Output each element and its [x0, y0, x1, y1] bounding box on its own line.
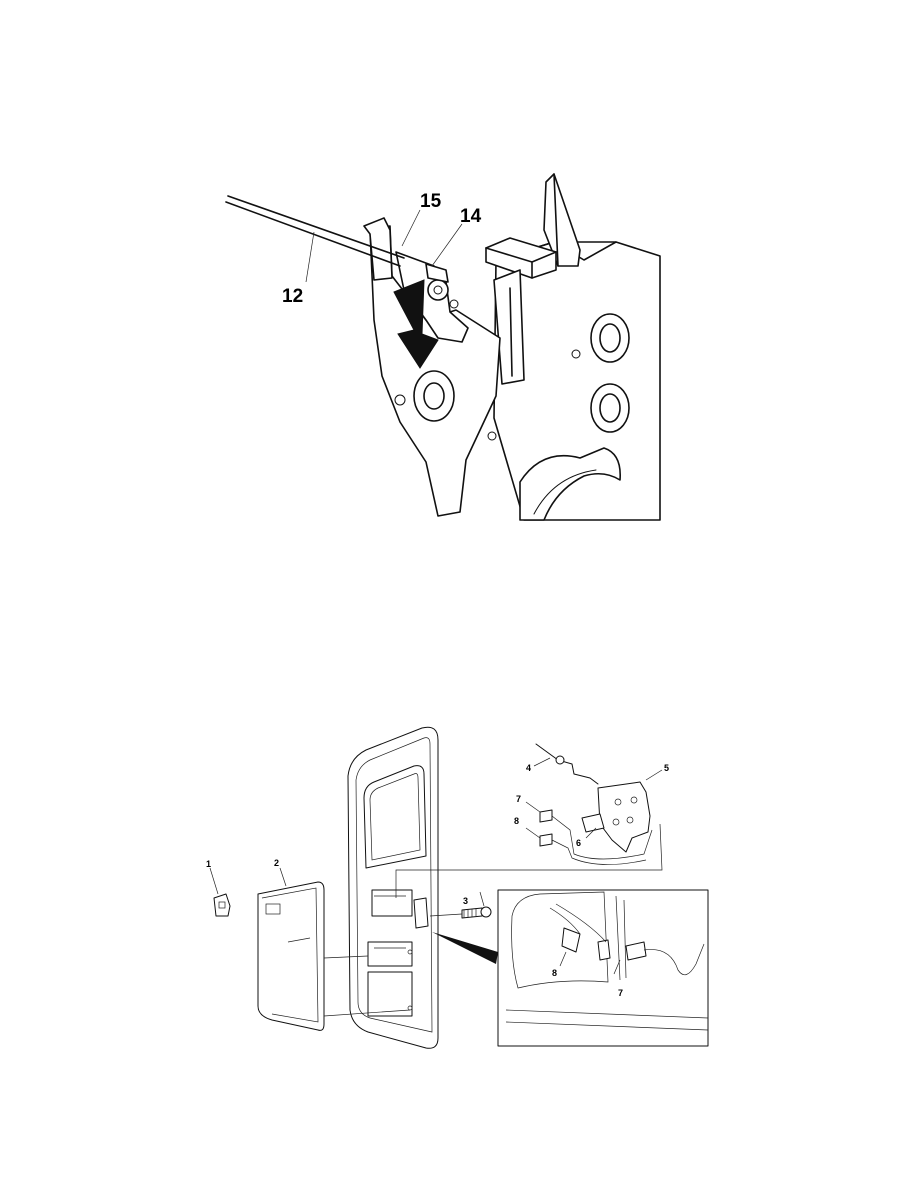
callout-15: 15 [420, 191, 442, 212]
inset-callout-7: 7 [618, 988, 623, 998]
inset-detail: 8 7 [505, 891, 709, 1031]
callout-14: 14 [460, 206, 482, 227]
door-exploded-view: 1 2 3 4 5 6 7 8 [206, 726, 709, 1049]
callout-4: 4 [526, 763, 531, 773]
callout-7: 7 [516, 794, 521, 804]
latch-rod-illustration: 15 14 12 [225, 173, 661, 521]
callout-2: 2 [274, 858, 279, 868]
callout-5: 5 [664, 763, 669, 773]
callout-8: 8 [514, 816, 519, 826]
inset-callout-8: 8 [552, 968, 557, 978]
callout-6: 6 [576, 838, 581, 848]
callout-12: 12 [282, 286, 303, 307]
callout-1: 1 [206, 859, 211, 869]
callout-3: 3 [463, 896, 468, 906]
